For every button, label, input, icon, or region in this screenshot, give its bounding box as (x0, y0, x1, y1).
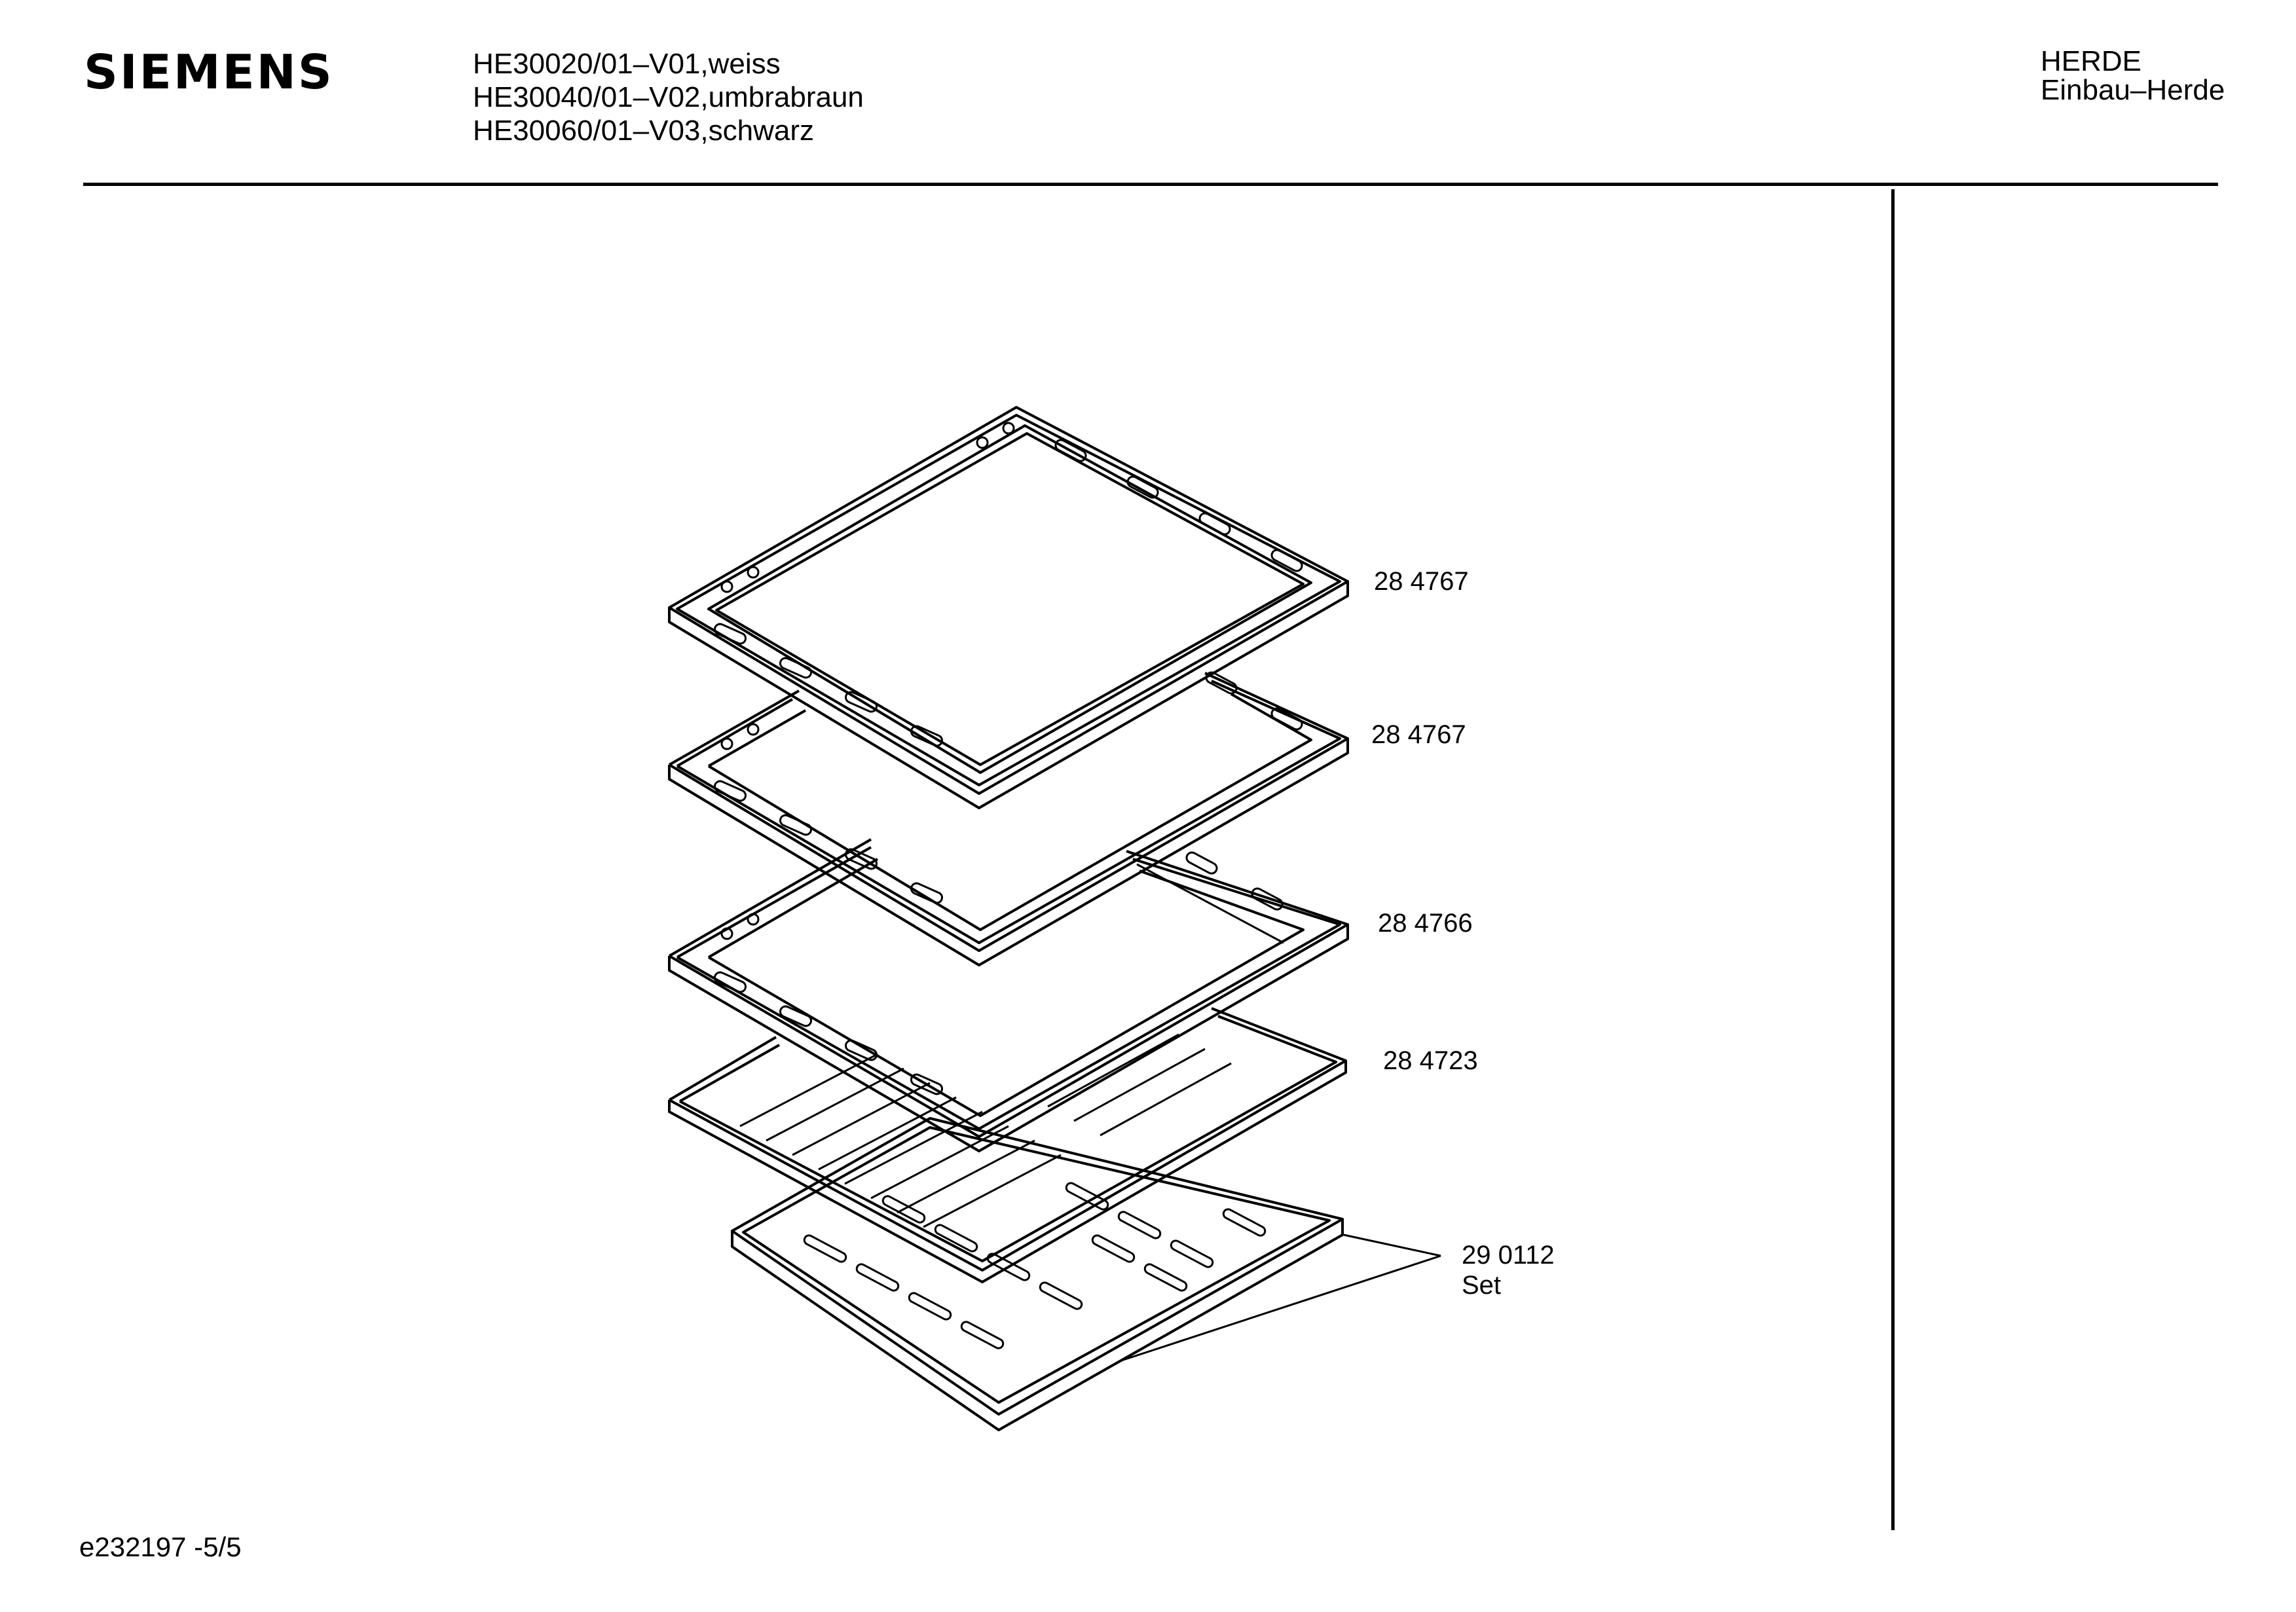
model-line: HE30060/01–V03,schwarz (473, 115, 814, 147)
baking-tray-second (668, 671, 1349, 966)
appliance-category: HERDE Einbau–Herde (2041, 47, 2225, 105)
category-title: HERDE (2041, 45, 2142, 77)
model-line: HE30040/01–V02,umbrabraun (473, 81, 864, 113)
header-divider (83, 183, 2218, 186)
column-divider (1891, 189, 1895, 1530)
category-subtitle: Einbau–Herde (2041, 74, 2225, 106)
part-number-label: 29 0112 (1462, 1241, 1555, 1270)
model-list: HE30020/01–V01,weiss HE30040/01–V02,umbr… (473, 47, 864, 147)
part-number-label: 28 4723 (1383, 1046, 1478, 1075)
baking-tray-top (668, 406, 1349, 809)
drawing-code: e232197 -5/5 (79, 1531, 242, 1562)
set-leader-lines (1120, 1234, 1441, 1362)
drip-pan (731, 1117, 1344, 1431)
part-number-label: 28 4767 (1374, 567, 1469, 596)
part-set-note: Set (1462, 1271, 1502, 1300)
baking-tray-third (668, 838, 1349, 1152)
brand-logo: SIEMENS (84, 45, 334, 100)
part-number-label: 28 4766 (1378, 909, 1473, 938)
part-number-label: 28 4767 (1371, 720, 1466, 749)
model-line: HE30020/01–V01,weiss (473, 48, 781, 80)
